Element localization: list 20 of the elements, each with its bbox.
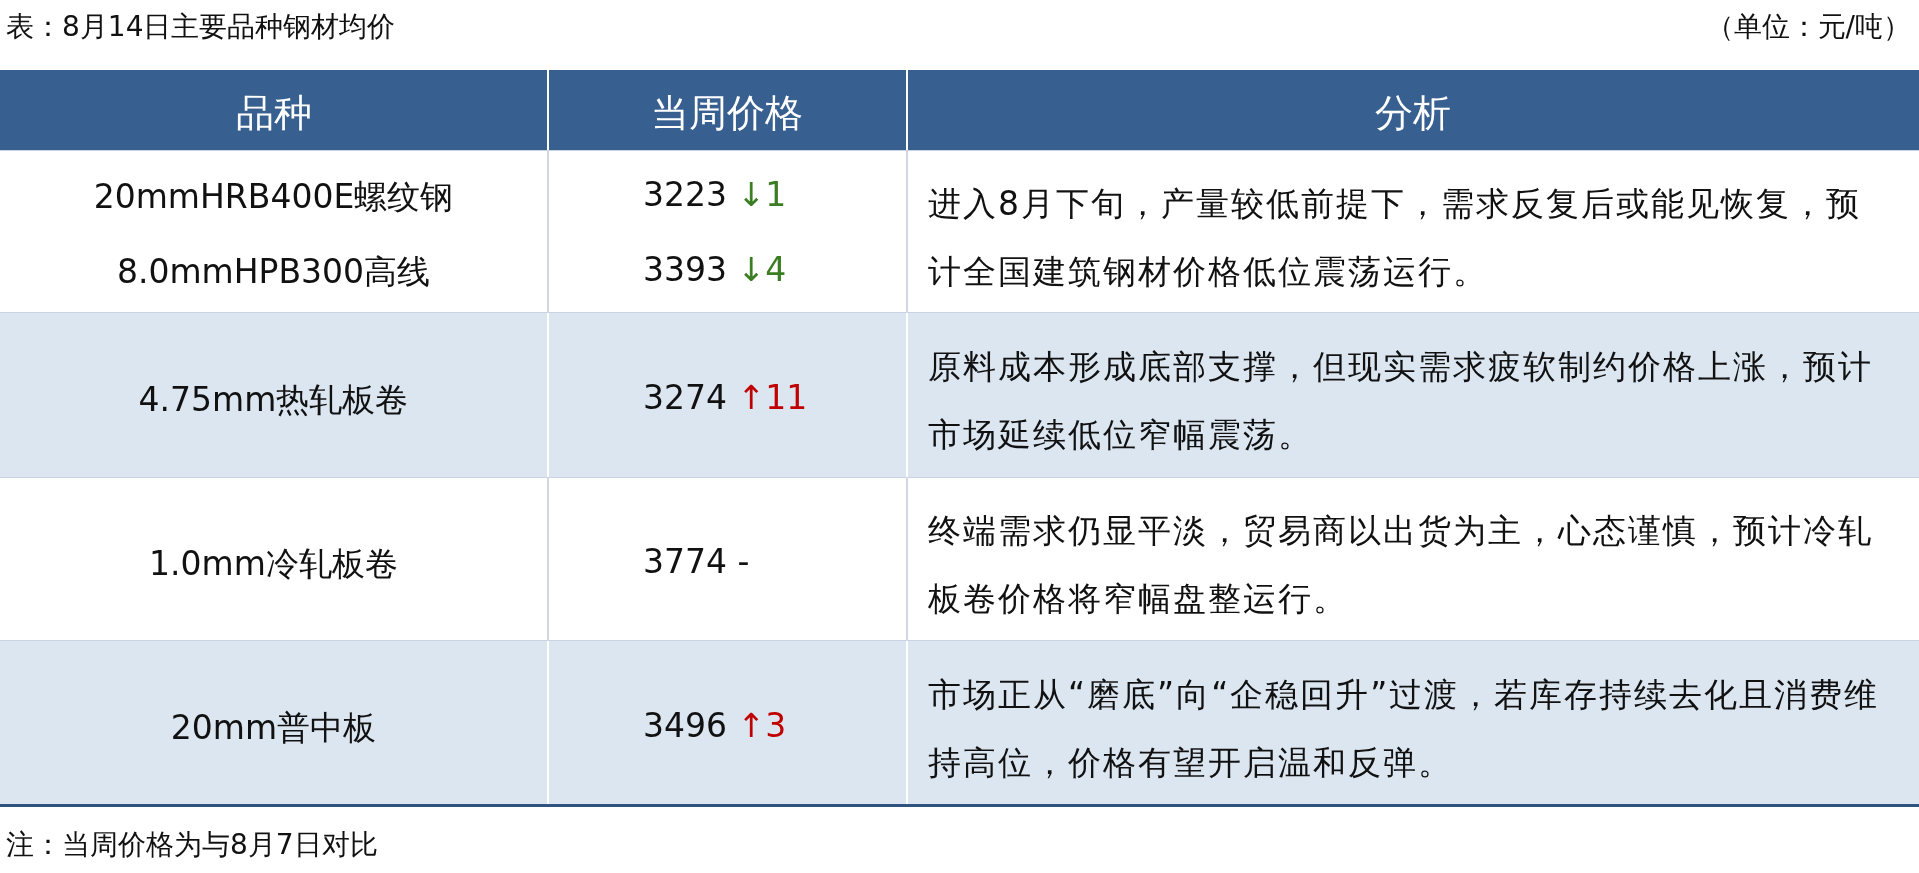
product-name: 1.0mm冷轧板卷 <box>148 543 399 585</box>
analysis-text: 进入8月下旬，产量较低前提下，需求反复后或能见恢复，预计全国建筑钢材价格低位震荡运行。 <box>928 183 1862 293</box>
analysis-text: 市场正从“磨底”向“企稳回升”过渡，若库存持续去化且消费维持高位，价格有望开启温和反弹。 <box>928 674 1881 784</box>
price-text: 3496 ↑3 <box>643 706 787 745</box>
product-name: 20mmHRB400E螺纹钢 <box>92 176 455 218</box>
product-name: 20mm普中板 <box>169 707 378 749</box>
product-name: 4.75mm热轧板卷 <box>137 379 410 421</box>
price-text: 3393 ↓4 <box>643 250 787 289</box>
price-text: 3774 - <box>643 542 750 581</box>
header-text: 分析 <box>1373 90 1452 137</box>
analysis-text: 终端需求仍显平淡，贸易商以出货为主，心态谨慎，预计冷轧板卷价格将窄幅盘整运行。 <box>928 510 1874 620</box>
price-text: 3223 ↓1 <box>643 175 787 214</box>
unit-note: （单位：元/吨） <box>1705 9 1911 45</box>
header-text: 品种 <box>234 90 313 137</box>
footnote: 注：当周价格为与8月7日对比 <box>6 827 378 863</box>
product-name: 8.0mmHPB300高线 <box>115 251 432 293</box>
price-text: 3274 ↑11 <box>643 378 808 417</box>
header-text: 当周价格 <box>649 90 804 137</box>
table-title: 表：8月14日主要品种钢材均价 <box>6 9 396 45</box>
analysis-text: 原料成本形成底部支撑，但现实需求疲软制约价格上涨，预计市场延续低位窄幅震荡。 <box>928 346 1874 456</box>
